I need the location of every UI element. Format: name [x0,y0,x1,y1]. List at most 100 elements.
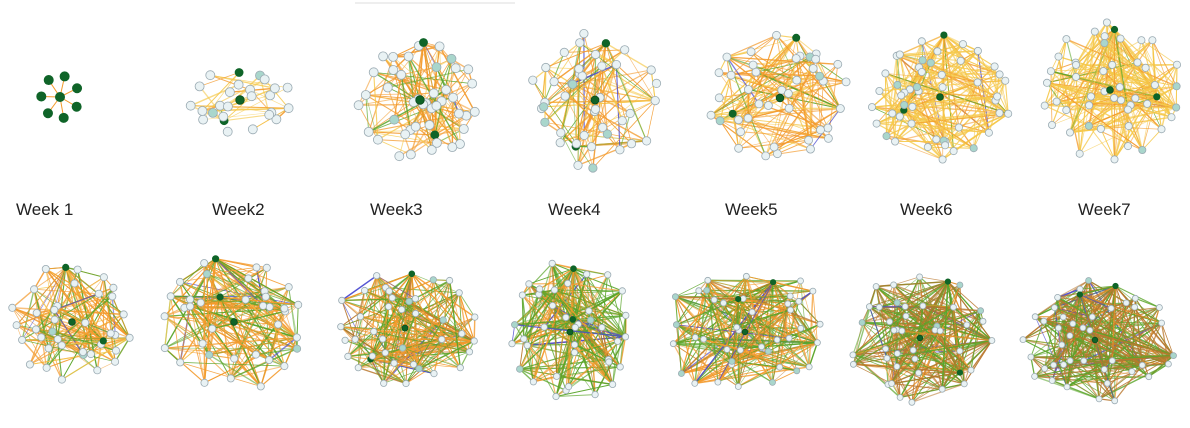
network-node [564,279,572,287]
network-edge [868,286,877,307]
network-node [86,350,95,359]
network-edge [730,34,777,76]
network-node-dark [956,369,964,376]
network-edge [1057,296,1174,357]
network-node-dark [570,265,577,273]
network-node-hub [916,334,924,342]
network-edge [29,350,117,366]
network-edge [1092,307,1160,318]
network-edge [373,331,470,353]
network-node [431,137,442,148]
network-node [1027,353,1035,361]
network-edge [35,309,55,330]
network-edge [746,275,774,283]
network-node [1131,94,1140,103]
network-node-dark [212,255,220,263]
network-node-dark [408,270,416,278]
network-edge [674,296,682,374]
network-edge [408,56,461,145]
network-node [368,352,376,360]
network-node [251,350,260,359]
network-edge [710,56,811,116]
network-node [160,312,169,321]
network-node-teal [207,108,218,118]
network-node [292,333,301,342]
network-node [875,87,884,96]
network-node [1116,34,1125,43]
network-edge [885,306,954,350]
network-edge [56,305,117,352]
network-edge [893,284,938,327]
network-edge [1050,62,1076,72]
network-node [811,54,821,64]
network-node [625,108,635,119]
network-edge [554,289,626,316]
network-node-teal [882,132,891,141]
network-node [1066,332,1074,340]
network-edge [583,135,594,169]
network-node [795,297,803,305]
network-edge [903,73,1000,111]
network-node [57,375,66,384]
network-edge [740,349,798,372]
network-node [372,134,383,145]
network-edge [202,299,247,344]
network-edge [1104,363,1169,370]
network-edge [575,65,603,147]
network-edge [1044,105,1177,108]
network-edge [164,336,297,349]
network-edge [1069,35,1106,133]
network-node [18,335,27,344]
network-node [1158,319,1165,327]
network-node [1100,32,1109,41]
network-node [125,333,134,342]
network-edge [522,294,626,316]
network-node [430,369,438,378]
network-edge [963,340,993,385]
network-edge [869,281,949,307]
network-node [44,344,53,353]
network-panel-week6 [868,31,1013,164]
network-edge [347,331,375,357]
network-edge [904,104,1000,114]
network-edge [737,298,818,344]
network-edge [1043,321,1068,388]
network-node [186,302,195,311]
network-edge [545,67,579,70]
network-edge [894,81,978,143]
network-edge [919,276,948,283]
network-node [824,133,833,143]
network-node-dark [1110,25,1119,34]
network-edge [383,287,387,384]
network-edge [768,323,821,352]
network-node [590,49,601,60]
network-edge [283,337,298,367]
network-edge [852,321,890,356]
network-edge [943,34,995,67]
network-edge [875,285,972,371]
network-node-teal [588,163,598,173]
network-node [1110,94,1119,103]
network-edge [383,306,390,384]
network-edge [876,280,948,288]
network-edge [1141,40,1177,108]
network-edge [230,354,257,379]
network-node [888,380,895,387]
network-node [398,305,406,314]
network-node [1040,101,1049,110]
network-node-teal [858,319,866,326]
network-node [261,292,270,301]
network-edge [572,268,579,325]
network-node-hub [741,328,749,336]
network-edge [1066,369,1105,388]
network-node-hub [590,95,600,105]
network-node-teal [511,321,519,329]
network-node-dark [43,75,54,86]
network-edge [296,304,299,338]
network-node [786,292,794,300]
network-edge [1161,322,1174,356]
network-node [1043,78,1052,87]
network-node [574,64,584,74]
network-edge [772,281,814,292]
network-node-teal [815,71,824,81]
